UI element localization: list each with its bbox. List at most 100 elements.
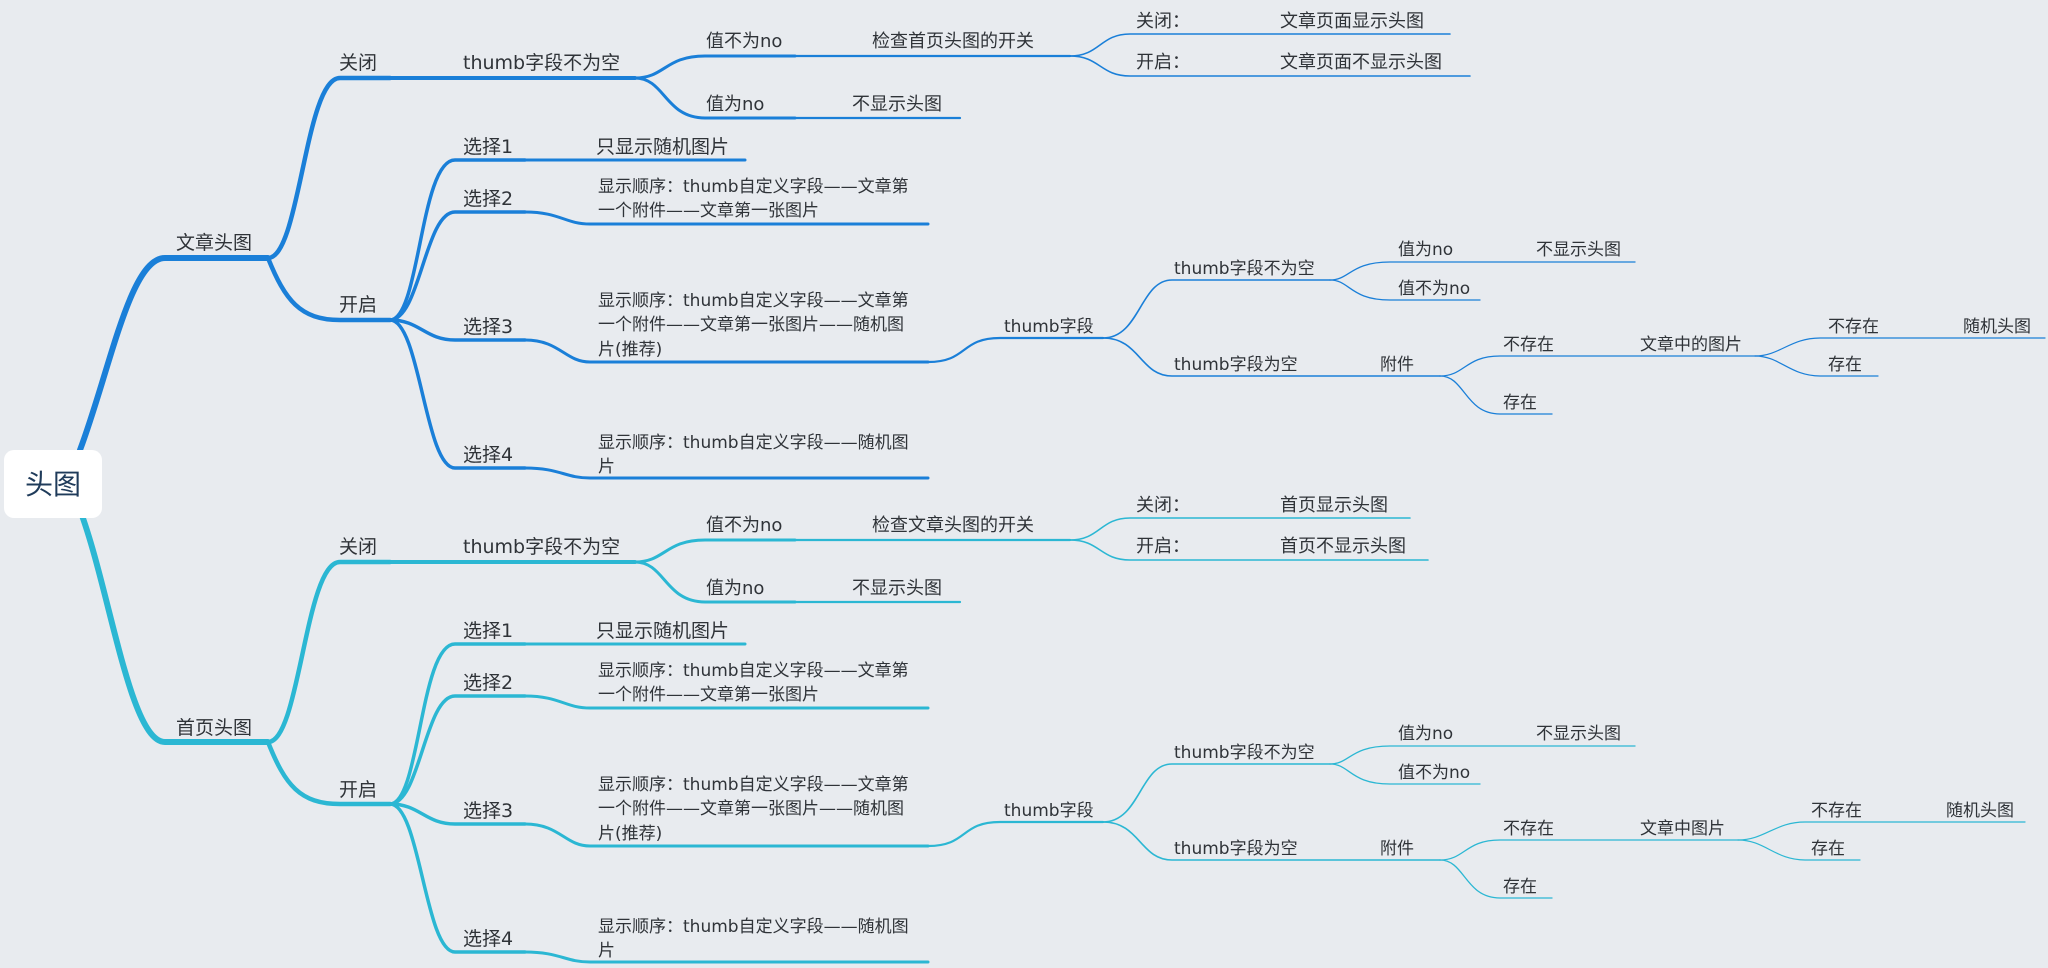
node-article-thumb-img-exist[interactable]: 存在 — [1828, 355, 1862, 375]
connector-attach-exist — [1439, 859, 1553, 899]
node-article-opt2-line2[interactable]: 一个附件——文章第一张图片 — [598, 201, 819, 221]
node-home-opt4[interactable]: 选择4 — [463, 928, 513, 950]
node-article-opt1-text[interactable]: 只显示随机图片 — [596, 136, 729, 158]
connector-thumb-notno — [633, 54, 797, 80]
connector-opt3-thumb — [926, 336, 1105, 364]
node-article-thumb-random[interactable]: 随机头图 — [1963, 317, 2031, 337]
node-home-off-thumb[interactable]: thumb字段不为空 — [463, 536, 620, 558]
connector-on-opt2 — [388, 694, 527, 806]
node-article[interactable]: 文章头图 — [176, 232, 252, 254]
node-home-opt3-line2[interactable]: 一个附件——文章第一张图片——随机图 — [598, 799, 904, 819]
connector-on-opt1 — [388, 642, 527, 806]
node-article-off-thumb[interactable]: thumb字段不为空 — [463, 52, 620, 74]
connector-on-opt3 — [388, 802, 527, 826]
node-home-thumb-random[interactable]: 随机头图 — [1946, 801, 2014, 821]
connector-opt3-thumb — [926, 820, 1105, 848]
node-home-off-check[interactable]: 检查文章头图的开关 — [872, 515, 1034, 536]
node-home-opt1-text[interactable]: 只显示随机图片 — [596, 620, 729, 642]
node-home-thumb-value-not-no[interactable]: 值不为no — [1398, 763, 1470, 783]
node-article-thumb-value-no-result[interactable]: 不显示头图 — [1536, 240, 1621, 260]
node-home-opt2-line2[interactable]: 一个附件——文章第一张图片 — [598, 685, 819, 705]
node-home-off-value-not-no[interactable]: 值不为no — [706, 515, 782, 536]
node-article-opt3-line1[interactable]: 显示顺序：thumb自定义字段——文章第 — [598, 291, 909, 311]
connector-thumb-no — [633, 76, 797, 120]
root-node[interactable]: 头图 — [4, 450, 102, 518]
node-article-off-switch-close-result[interactable]: 文章页面显示头图 — [1280, 11, 1424, 32]
node-home-off-switch-close-result[interactable]: 首页显示头图 — [1280, 495, 1388, 516]
node-home-opt3[interactable]: 选择3 — [463, 800, 513, 822]
connector-opt3-text — [523, 338, 930, 364]
node-home-off-switch-open-result[interactable]: 首页不显示头图 — [1280, 536, 1406, 557]
node-article-opt2-line1[interactable]: 显示顺序：thumb自定义字段——文章第 — [598, 177, 909, 197]
node-article-off-switch-open[interactable]: 开启： — [1136, 52, 1190, 73]
node-article-off[interactable]: 关闭 — [339, 52, 377, 74]
node-article-off-switch-open-result[interactable]: 文章页面不显示头图 — [1280, 52, 1442, 73]
node-home-opt1[interactable]: 选择1 — [463, 620, 513, 642]
article-branch-lines — [77, 33, 2046, 480]
node-home-thumb-value-no-result[interactable]: 不显示头图 — [1536, 724, 1621, 744]
node-home-thumb-value-no[interactable]: 值为no — [1398, 724, 1453, 744]
node-article-opt1[interactable]: 选择1 — [463, 136, 513, 158]
node-article-opt4-line1[interactable]: 显示顺序：thumb自定义字段——随机图 — [598, 433, 909, 453]
node-home-thumb[interactable]: thumb字段 — [1004, 801, 1094, 821]
node-home-opt3-line3[interactable]: 片(推荐) — [598, 824, 662, 844]
node-home-thumb-exist[interactable]: 存在 — [1503, 877, 1537, 897]
home-branch-labels: 首页头图 关闭 开启 thumb字段不为空 值不为no 检查文章头图的开关 关闭… — [176, 495, 2014, 961]
node-article-off-value-no[interactable]: 值为no — [706, 94, 764, 115]
node-article-opt4[interactable]: 选择4 — [463, 444, 513, 466]
connector-root-home — [77, 507, 271, 745]
node-home-opt3-line1[interactable]: 显示顺序：thumb自定义字段——文章第 — [598, 775, 909, 795]
node-article-thumb-not-exist[interactable]: 不存在 — [1503, 335, 1554, 355]
node-home-thumb-img-exist[interactable]: 存在 — [1811, 839, 1845, 859]
node-home-thumb-empty[interactable]: thumb字段为空 — [1174, 839, 1298, 859]
node-home-off-switch-close[interactable]: 关闭： — [1136, 495, 1190, 516]
node-article-off-value-not-no[interactable]: 值不为no — [706, 31, 782, 52]
node-article-opt4-line2[interactable]: 片 — [598, 457, 615, 477]
node-home-opt2[interactable]: 选择2 — [463, 672, 513, 694]
node-article-off-value-no-result[interactable]: 不显示头图 — [852, 94, 942, 115]
root-label: 头图 — [25, 468, 81, 501]
connector-opt4-text — [523, 950, 930, 964]
node-home-thumb-img-not-exist[interactable]: 不存在 — [1811, 801, 1862, 821]
node-article-thumb[interactable]: thumb字段 — [1004, 317, 1094, 337]
connector-on-opt2 — [388, 210, 527, 322]
node-article-thumb-value-no[interactable]: 值为no — [1398, 240, 1453, 260]
connector-opt2-text — [523, 694, 930, 710]
node-article-thumb-value-not-no[interactable]: 值不为no — [1398, 279, 1470, 299]
node-article-thumb-img-not-exist[interactable]: 不存在 — [1828, 317, 1879, 337]
node-article-off-check[interactable]: 检查首页头图的开关 — [872, 31, 1034, 52]
node-home-off[interactable]: 关闭 — [339, 536, 377, 558]
node-home-off-value-no-result[interactable]: 不显示头图 — [852, 578, 942, 599]
node-home-thumb-images[interactable]: 文章中图片 — [1640, 819, 1725, 839]
node-article-thumb-not-empty[interactable]: thumb字段不为空 — [1174, 259, 1315, 279]
node-article-thumb-attachment[interactable]: 附件 — [1380, 355, 1414, 375]
node-home-thumb-not-empty[interactable]: thumb字段不为空 — [1174, 743, 1315, 763]
home-branch-lines — [77, 507, 2026, 964]
node-article-opt2[interactable]: 选择2 — [463, 188, 513, 210]
node-home-off-switch-open[interactable]: 开启： — [1136, 536, 1190, 557]
node-home-thumb-attachment[interactable]: 附件 — [1380, 839, 1414, 859]
node-home-opt2-line1[interactable]: 显示顺序：thumb自定义字段——文章第 — [598, 661, 909, 681]
node-article-off-switch-close[interactable]: 关闭： — [1136, 11, 1190, 32]
node-home-thumb-not-exist[interactable]: 不存在 — [1503, 819, 1554, 839]
connector-on-opt4 — [388, 318, 527, 470]
node-home-off-value-no[interactable]: 值为no — [706, 578, 764, 599]
node-article-thumb-empty[interactable]: thumb字段为空 — [1174, 355, 1298, 375]
node-home[interactable]: 首页头图 — [176, 717, 252, 739]
connector-root-article — [77, 255, 271, 453]
node-home-on[interactable]: 开启 — [339, 779, 377, 801]
node-home-opt4-line2[interactable]: 片 — [598, 941, 615, 961]
node-article-opt3-line2[interactable]: 一个附件——文章第一张图片——随机图 — [598, 315, 904, 335]
node-article-opt3[interactable]: 选择3 — [463, 316, 513, 338]
connector-home-on — [265, 739, 393, 807]
connector-thumb-notno — [633, 538, 797, 564]
node-article-on[interactable]: 开启 — [339, 294, 377, 316]
node-home-opt4-line1[interactable]: 显示顺序：thumb自定义字段——随机图 — [598, 917, 909, 937]
node-article-opt3-line3[interactable]: 片(推荐) — [598, 340, 662, 360]
connector-notempty-notno — [1329, 763, 1481, 785]
node-article-thumb-exist[interactable]: 存在 — [1503, 393, 1537, 413]
node-article-thumb-images[interactable]: 文章中的图片 — [1640, 335, 1742, 355]
connector-article-off — [265, 75, 393, 261]
connector-opt2-text — [523, 210, 930, 226]
